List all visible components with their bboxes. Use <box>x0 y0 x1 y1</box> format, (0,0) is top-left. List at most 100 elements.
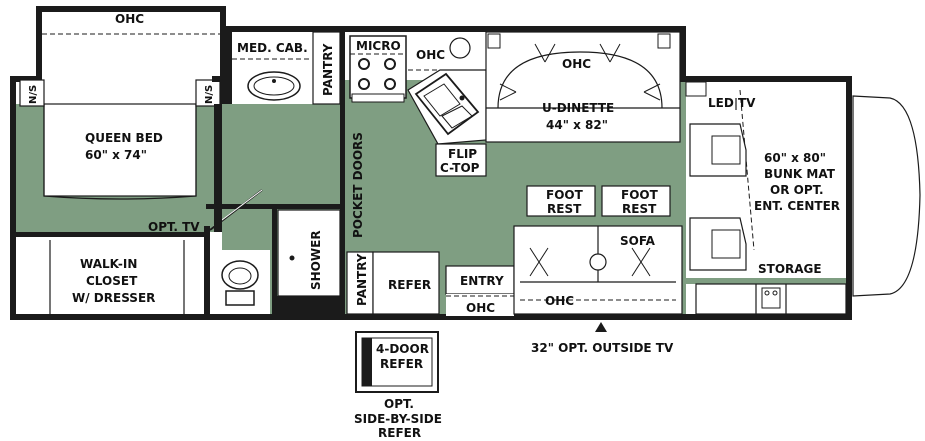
sink-drain-icon <box>272 79 276 83</box>
queen-bed <box>43 103 197 197</box>
closet-label-1: WALK-IN <box>80 257 137 271</box>
wall-slide-right <box>680 26 686 80</box>
outside-tv-label: 32" OPT. OUTSIDE TV <box>531 341 674 355</box>
wall-shower-top <box>272 204 344 209</box>
dinette-cap-right <box>657 33 671 49</box>
four-door-2: REFER <box>380 357 423 371</box>
bath-sink <box>247 71 301 101</box>
front-burner-1 <box>764 290 770 296</box>
nightstand-left <box>19 79 45 107</box>
burner-icon-3 <box>358 78 370 90</box>
wall-bath-upper <box>226 76 232 104</box>
wall-slide-top <box>226 26 686 32</box>
shower <box>277 209 341 297</box>
ohc-kitchen-label: OHC <box>416 48 445 62</box>
outside-tv-marker-icon <box>595 322 607 332</box>
cab-seat-1 <box>689 123 747 177</box>
burner-icon-2 <box>384 58 396 70</box>
foot-rest-2b: REST <box>622 202 657 216</box>
toilet-bowl <box>228 267 252 285</box>
foot-rest-1b: REST <box>547 202 582 216</box>
dinette-title: U-DINETTE <box>542 101 614 115</box>
queen-bed-edge <box>43 104 197 200</box>
ohc-bedroom-box <box>42 12 220 104</box>
sofa-label: SOFA <box>620 234 656 248</box>
entry-ohc-box <box>446 294 514 316</box>
dinette-cap-left <box>487 33 501 49</box>
dinette-seatbelts-top <box>534 43 621 63</box>
bunk-label-1: 60" x 80" <box>764 151 826 165</box>
bunk-label-4: ENT. CENTER <box>754 199 840 213</box>
kitchen-sink <box>414 72 480 136</box>
wall-rear <box>10 76 16 320</box>
foot-rest-2a: FOOT <box>621 188 659 202</box>
wall-bottom <box>10 314 852 320</box>
queen-bed-title: QUEEN BED <box>85 131 163 145</box>
u-dinette <box>485 31 681 143</box>
sofa-seatbelts <box>529 247 651 277</box>
refer-label: REFER <box>388 278 431 292</box>
walk-in-closet <box>16 237 204 314</box>
pantry-top <box>312 31 341 105</box>
kitchen-sink-bowl-1 <box>423 83 461 117</box>
wall-closet-top <box>14 232 204 237</box>
flip-c-top <box>435 143 487 177</box>
toilet-icon <box>221 260 259 290</box>
cab-seat-2 <box>689 217 747 271</box>
cooktop-knobs <box>351 93 405 103</box>
faucet-icon <box>459 95 465 101</box>
bunk-label-3: OR OPT. <box>770 183 824 197</box>
kitchen-fan-icon <box>449 37 471 59</box>
opt-refer-2: SIDE-BY-SIDE <box>354 412 442 426</box>
ns-left-label: N/S <box>28 85 39 104</box>
ohc-dinette-label: OHC <box>562 57 591 71</box>
pantry-top-label: PANTRY <box>321 43 335 96</box>
cab-outline <box>852 95 921 297</box>
med-cab-label: MED. CAB. <box>237 41 308 55</box>
toilet-tank <box>225 290 255 306</box>
wall-pocket-doors <box>340 32 345 314</box>
wall-bed-top <box>36 6 226 12</box>
wall-bed-right <box>220 6 226 104</box>
cab-seat-1-cushion <box>711 135 741 165</box>
flip-label-2: C-TOP <box>440 161 480 175</box>
pantry-bottom-label: PANTRY <box>355 253 369 306</box>
opt-refer-side <box>362 338 372 386</box>
ohc-sofa-label: OHC <box>545 294 574 308</box>
dinette-table-arc <box>497 51 663 109</box>
led-tv-mount <box>685 81 707 97</box>
foot-rest-2 <box>601 185 671 217</box>
four-door-1: 4-DOOR <box>376 342 429 356</box>
wall-front <box>846 76 852 320</box>
shower-drain-icon <box>289 255 295 261</box>
dinette-size: 44" x 82" <box>546 118 608 132</box>
pantry-bottom <box>346 251 374 315</box>
led-tv-label: LED TV <box>708 96 756 110</box>
ns-right-cap <box>212 76 222 82</box>
opt-tv-label: OPT. TV <box>148 220 200 234</box>
pocket-doors-label: POCKET DOORS <box>351 132 365 238</box>
wall-toilet-left <box>204 226 210 316</box>
opt-refer-3: REFER <box>378 426 421 440</box>
cab-seat-2-cushion <box>711 229 741 259</box>
wall-slide-left <box>226 26 232 80</box>
wall-front-top <box>680 76 850 82</box>
sofa-table-icon <box>589 253 607 271</box>
wall-shower-left <box>272 204 277 314</box>
bath-sink-bowl <box>253 76 295 96</box>
wall-bed-bath <box>214 104 222 232</box>
storage-label: STORAGE <box>758 262 822 276</box>
ns-right-label: N/S <box>204 85 215 104</box>
front-stove-icon <box>761 287 781 309</box>
bunk-label-2: BUNK MAT <box>764 167 836 181</box>
entry-label: ENTRY <box>460 274 504 288</box>
bunk-dash-line <box>739 89 755 251</box>
burner-icon-1 <box>358 58 370 70</box>
queen-bed-size: 60" x 74" <box>85 148 147 162</box>
refer <box>372 251 440 315</box>
foot-rest-1a: FOOT <box>546 188 584 202</box>
ohc-entry-label: OHC <box>466 301 495 315</box>
ohc-bedroom-label: OHC <box>115 12 144 26</box>
foot-rest-1 <box>526 185 596 217</box>
